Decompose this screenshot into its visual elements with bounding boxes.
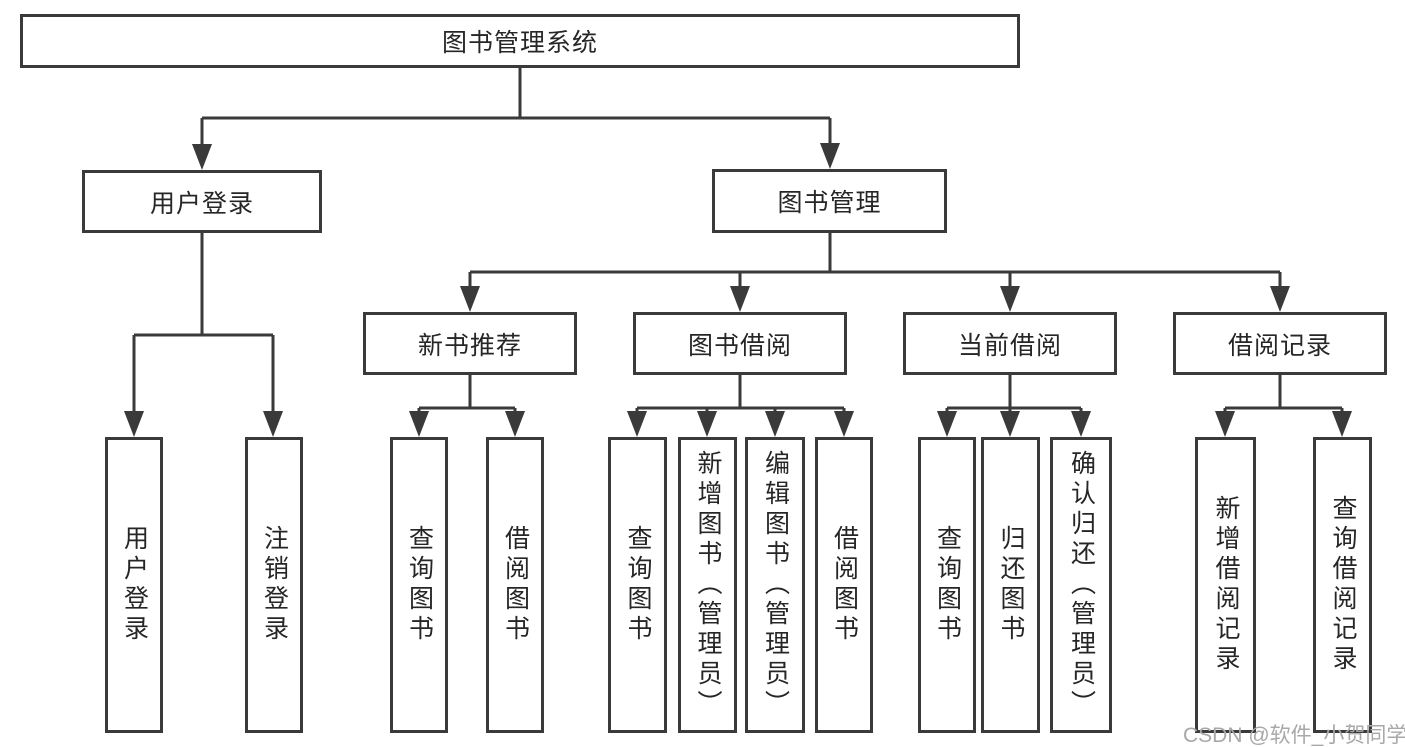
node-book-management: 图书管理 bbox=[712, 169, 947, 233]
arrowhead-icon bbox=[1000, 286, 1020, 312]
arrowhead-icon bbox=[834, 411, 854, 437]
csdn-watermark: CSDN @软件_小贺同学 bbox=[1183, 724, 1405, 747]
node-add-books-admin: 新增图书（管理员） bbox=[678, 437, 737, 733]
arrowhead-icon bbox=[124, 411, 144, 437]
node-query-borrow-record: 查询借阅记录 bbox=[1313, 437, 1372, 733]
arrowhead-icon bbox=[409, 411, 429, 437]
node-confirm-return-admin: 确认归还（管理员） bbox=[1050, 437, 1112, 733]
node-query-books-3: 查询图书 bbox=[918, 437, 976, 733]
arrowhead-icon bbox=[820, 143, 840, 169]
node-borrowing-records: 借阅记录 bbox=[1173, 312, 1387, 375]
node-user-login: 用户登录 bbox=[82, 170, 322, 233]
arrowhead-icon bbox=[1000, 411, 1020, 437]
arrowhead-icon bbox=[697, 411, 717, 437]
arrowhead-icon bbox=[937, 411, 957, 437]
arrowhead-icon bbox=[505, 411, 525, 437]
node-book-borrowing: 图书借阅 bbox=[633, 312, 847, 375]
node-borrow-books-1: 借阅图书 bbox=[486, 437, 544, 733]
node-query-books-1: 查询图书 bbox=[390, 437, 448, 733]
arrowhead-icon bbox=[627, 411, 647, 437]
node-add-borrow-record: 新增借阅记录 bbox=[1195, 437, 1256, 733]
node-library-management-system: 图书管理系统 bbox=[20, 14, 1020, 68]
arrowhead-icon bbox=[192, 144, 212, 170]
arrowhead-icon bbox=[1332, 411, 1352, 437]
arrowhead-icon bbox=[730, 286, 750, 312]
node-edit-books-admin: 编辑图书（管理员） bbox=[745, 437, 805, 733]
node-borrow-books-2: 借阅图书 bbox=[815, 437, 873, 733]
node-return-books: 归还图书 bbox=[981, 437, 1040, 733]
arrowhead-icon bbox=[765, 411, 785, 437]
node-new-book-recommendation: 新书推荐 bbox=[363, 312, 577, 375]
arrowhead-icon bbox=[263, 411, 283, 437]
arrowhead-icon bbox=[1071, 411, 1091, 437]
node-login: 用户登录 bbox=[105, 437, 163, 733]
node-query-books-2: 查询图书 bbox=[608, 437, 667, 733]
node-current-borrowing: 当前借阅 bbox=[903, 312, 1117, 375]
arrowhead-icon bbox=[1215, 411, 1235, 437]
arrowhead-icon bbox=[1270, 286, 1290, 312]
node-logout: 注销登录 bbox=[245, 437, 303, 733]
arrowhead-icon bbox=[460, 286, 480, 312]
